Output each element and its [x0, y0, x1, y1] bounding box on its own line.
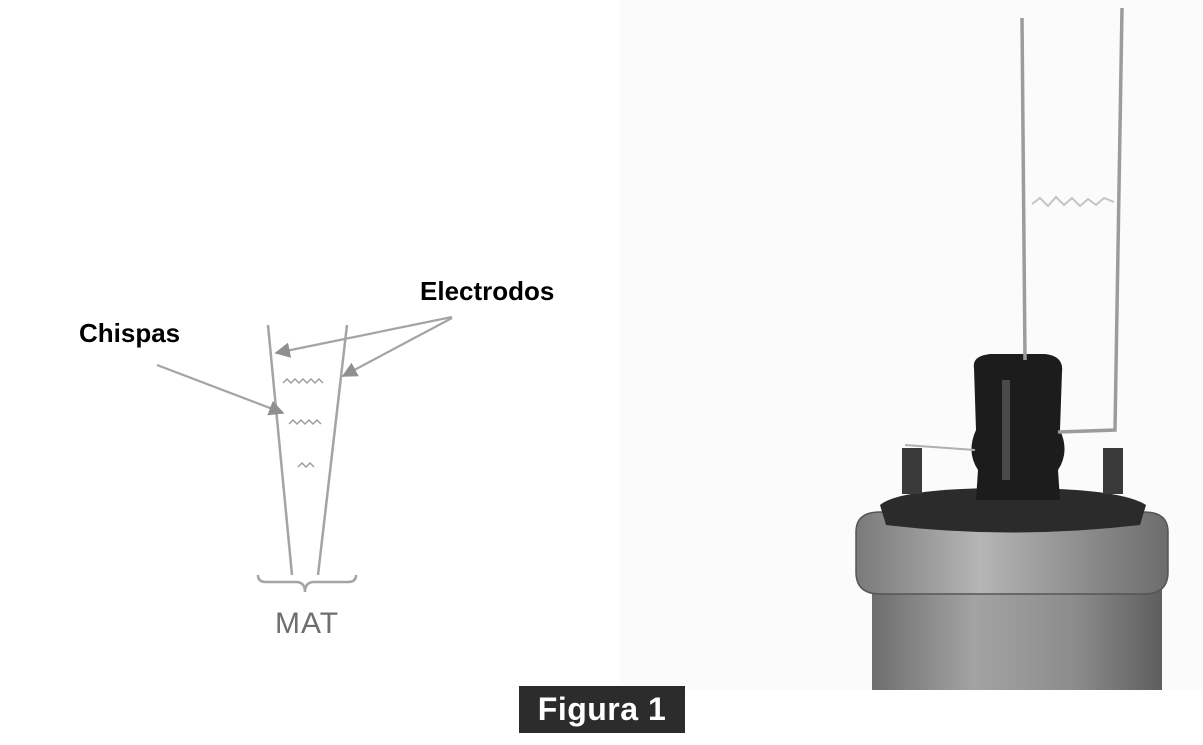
- spark-2: [288, 419, 322, 425]
- gap-brace: [256, 574, 358, 593]
- coil-cap: [880, 488, 1146, 533]
- ignition-coil-photo: [620, 0, 1203, 690]
- electrode-arrow-right: [341, 317, 453, 377]
- figure-caption-box: Figura 1: [519, 686, 685, 733]
- right-electrode: [316, 324, 349, 576]
- electrodes-label: Electrodos: [420, 276, 555, 306]
- left-electrode: [266, 324, 294, 576]
- terminal-left: [902, 448, 922, 494]
- coil-body: [872, 578, 1162, 690]
- electrode-diagram: [156, 315, 453, 593]
- wire-right: [1057, 7, 1124, 434]
- photo-spark: [1031, 195, 1115, 208]
- wire-bottom-left: [904, 444, 976, 451]
- spark-3: [297, 462, 315, 468]
- coil-ring: [855, 511, 1169, 595]
- spark-1: [282, 378, 324, 384]
- tower-highlight: [1002, 380, 1010, 480]
- high-voltage-tower: [971, 354, 1065, 500]
- spark-arrow: [156, 363, 285, 416]
- gap-label: MAT: [275, 607, 340, 640]
- figure-caption: Figura 1: [537, 691, 667, 727]
- sparks-label: Chispas: [79, 318, 181, 348]
- electrode-arrow-left: [274, 315, 453, 358]
- terminal-right: [1103, 448, 1123, 494]
- wire-left: [1020, 17, 1027, 361]
